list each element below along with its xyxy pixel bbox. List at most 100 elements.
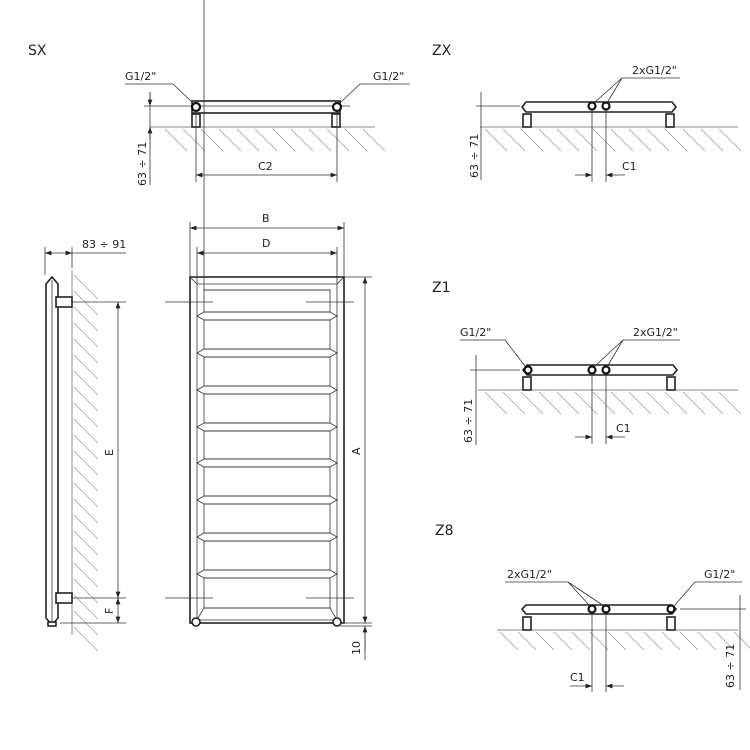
bracket-spacing-label: E [103,449,116,456]
conn-label-pair: 2xG1/2" [507,568,552,581]
hatch-line [682,128,706,152]
spacing-dim-label: C1 [616,422,631,435]
hatch-line [290,128,314,152]
panel [203,503,331,534]
hatch-line [73,322,99,348]
hatch-line [625,631,645,651]
hatch-line [592,391,616,415]
spacing-dim-label: C1 [570,671,585,684]
radiator-top-view [520,604,678,615]
hatch-line [718,391,742,415]
rungs [196,289,338,621]
hatch-line [73,562,99,588]
hatch-line [73,498,99,524]
hatch-line [73,338,99,364]
wall-hatch [73,274,99,652]
panel [203,430,331,460]
hatch-line [73,466,99,492]
panel [203,466,331,497]
hatch-line [73,546,99,572]
hatch-line [73,594,99,620]
conn-label: 2xG1/2" [632,64,677,77]
wall-hatch [484,128,742,152]
spacing-dim-label: C1 [622,160,637,173]
hatch-line [574,128,598,152]
hatch-line [628,391,652,415]
hatch-line [502,391,526,415]
hatch-line [73,402,99,428]
view-title-z1: Z1 [432,280,451,296]
conn-label-pair: 2xG1/2" [633,326,678,339]
hatch-line [610,128,634,152]
hatch-line [502,128,526,152]
hatch-line [592,128,616,152]
hatch-line [700,391,724,415]
bottom-header [196,607,338,621]
hatch-line [589,631,609,651]
hatch-line [73,434,99,460]
hatch-line [73,578,99,604]
radiator-frame [189,276,345,624]
hatch-line [200,128,224,152]
hatch-line [664,128,688,152]
hatch-line [73,386,99,412]
width-dim-label: B [262,212,270,225]
hatch-line [344,128,368,152]
hatch-line [73,354,99,380]
hatch-line [517,631,537,651]
radiator-top-view [191,100,341,114]
hatch-line [679,631,699,651]
hatch-line [218,128,242,152]
inner-width-dim-label: D [262,237,270,250]
hatch-line [308,128,332,152]
bottom-offset-label: F [103,608,116,614]
panel [203,540,331,571]
hatch-line [73,418,99,444]
conn-label-right: G1/2" [704,568,735,581]
hatch-line [73,530,99,556]
view-z1: Z1 G1/2" 2xG1/2" 63 ÷ 71 C1 [432,280,742,445]
spacing-dim-label: C2 [258,160,273,173]
bracket [331,113,341,128]
view-title-z8: Z8 [435,523,454,539]
hatch-line [73,370,99,396]
hatch-line [538,391,562,415]
hatch-line [733,631,750,649]
hatch-line [484,128,508,152]
hatch-line [661,631,681,651]
radiator-top-view [520,101,678,113]
conn-label-right: G1/2" [373,70,404,83]
hatch-line [520,128,544,152]
hatch-line [484,391,508,415]
hatch-line [556,391,580,415]
radiator-top-view [521,364,679,376]
hatch-line [272,128,296,152]
hatch-line [610,391,634,415]
depth-dim-label: 83 ÷ 91 [82,238,126,251]
hatch-line [607,631,627,651]
hatch-line [697,631,717,651]
hatch-line [73,306,99,332]
conn-label-left: G1/2" [460,326,491,339]
hatch-line [718,128,742,152]
bottom-gap-label: 10 [350,641,363,655]
hatch-line [236,128,260,152]
hatch-line [362,128,386,152]
height-dim-label: 63 ÷ 71 [462,399,475,443]
side-view: 83 ÷ 91 E F [44,238,126,652]
hatch-line [628,128,652,152]
hatch-line [715,631,735,651]
hatch-line [182,128,206,152]
panel [203,356,331,387]
height-dim-label: 63 ÷ 71 [724,644,737,688]
connection-icon [190,101,202,113]
hatch-line [646,391,670,415]
panel [203,393,331,424]
height-dim-label: 63 ÷ 71 [468,134,481,178]
wall-hatch [499,631,750,651]
view-zx: ZX 2xG1/2" 63 ÷ 71 C1 [432,43,742,182]
hatch-line [664,391,688,415]
hatch-line [73,450,99,476]
connection-icon [331,101,343,113]
